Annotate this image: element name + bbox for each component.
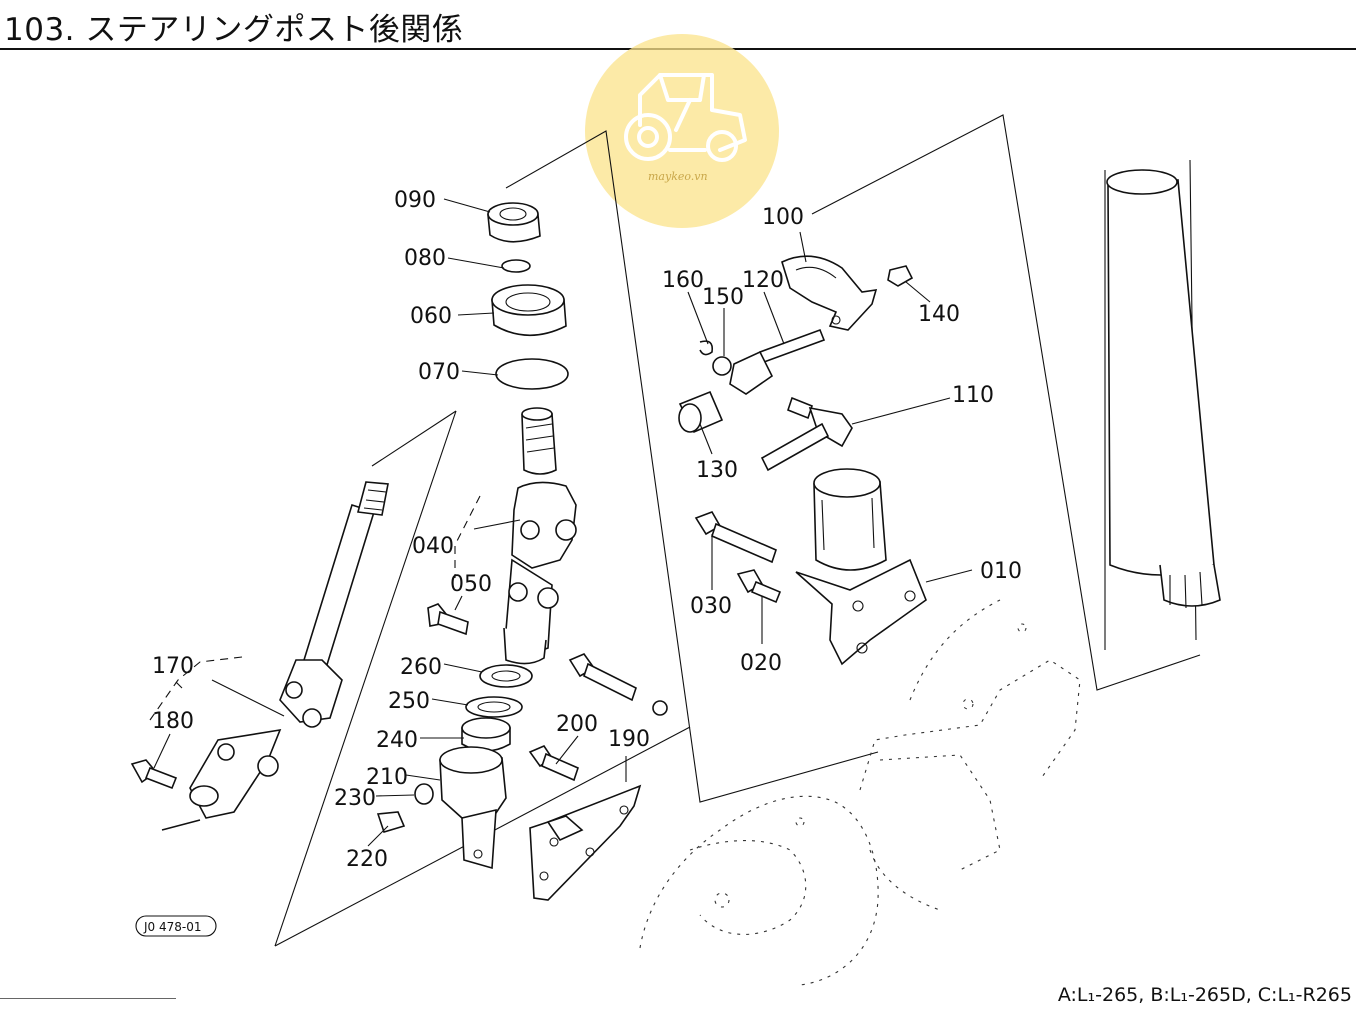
label-060: 060	[410, 304, 452, 329]
label-130: 130	[696, 458, 738, 483]
bolt-020	[736, 569, 782, 604]
label-100: 100	[762, 205, 804, 230]
label-170: 170	[152, 654, 194, 679]
clamp-100	[781, 255, 878, 331]
part-labels: 090 080 060 070 040 050 260 250 240 210 …	[152, 188, 1022, 872]
label-110: 110	[952, 383, 994, 408]
label-190: 190	[608, 727, 650, 752]
bearing-090	[487, 202, 541, 243]
snap-ring-080	[501, 259, 531, 273]
bolt-030	[694, 511, 777, 564]
bolt-220	[376, 811, 406, 833]
label-010: 010	[980, 559, 1022, 584]
upper-joint-shaft-040	[503, 407, 577, 665]
collar-130	[678, 390, 724, 434]
label-030: 030	[690, 594, 732, 619]
pin-120	[729, 328, 826, 395]
models-note: A:L₁-265, B:L₁-265D, C:L₁-R265	[1057, 984, 1352, 1006]
lever-110	[760, 396, 853, 472]
bearing-060	[491, 284, 567, 336]
seal-260	[479, 664, 533, 688]
figure-code-badge: J0 478-01	[135, 915, 217, 937]
washer-150	[712, 356, 732, 376]
holder-210	[439, 746, 507, 870]
figure-code: J0 478-01	[143, 920, 202, 934]
label-210: 210	[366, 765, 408, 790]
circlip-070	[495, 358, 569, 390]
label-090: 090	[394, 188, 436, 213]
long-bolt	[568, 653, 668, 716]
label-180: 180	[152, 709, 194, 734]
watermark-text: maykeo.vn	[648, 170, 708, 183]
engine-housing-outline	[639, 599, 1081, 986]
page-title: 103. ステアリングポスト後関係	[4, 12, 464, 48]
watermark-logo: maykeo.vn	[585, 34, 779, 228]
label-140: 140	[918, 302, 960, 327]
label-200: 200	[556, 712, 598, 737]
label-220: 220	[346, 847, 388, 872]
washer-250	[465, 696, 523, 718]
label-260: 260	[400, 655, 442, 680]
label-250: 250	[388, 689, 430, 714]
bearing-240	[461, 717, 511, 752]
bolt-180	[130, 759, 178, 790]
label-120: 120	[742, 268, 784, 293]
label-050: 050	[450, 572, 492, 597]
cover-tube	[1106, 169, 1221, 609]
lower-shaft-170	[161, 481, 389, 831]
bracket-190	[529, 784, 642, 901]
label-240: 240	[376, 728, 418, 753]
bolt-200	[528, 745, 579, 782]
clip-160	[699, 340, 714, 356]
label-080: 080	[404, 246, 446, 271]
footer-divider	[0, 998, 176, 999]
label-040: 040	[412, 534, 454, 559]
label-020: 020	[740, 651, 782, 676]
label-150: 150	[702, 285, 744, 310]
bolt-050	[427, 603, 469, 636]
housing-010	[795, 468, 927, 666]
label-070: 070	[418, 360, 460, 385]
label-230: 230	[334, 786, 376, 811]
leader-lines	[153, 198, 973, 847]
label-160: 160	[662, 268, 704, 293]
washer-230	[414, 783, 434, 805]
nut-140	[887, 265, 914, 287]
group-frame-lines	[149, 114, 1201, 947]
